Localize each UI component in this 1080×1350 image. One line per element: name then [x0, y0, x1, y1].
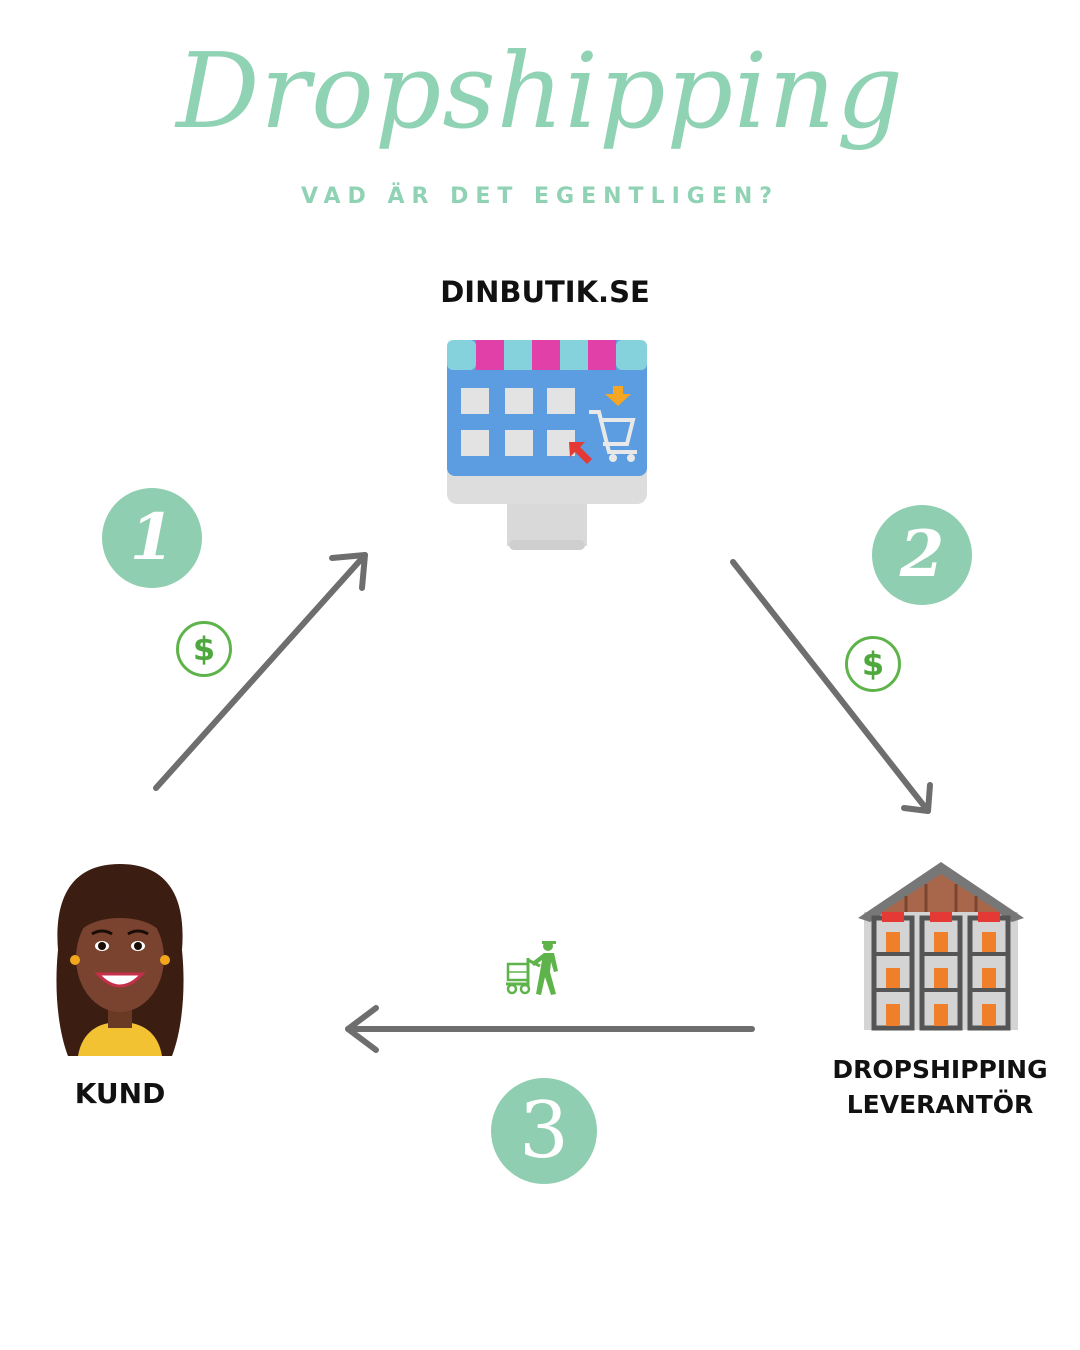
arrow-store-to-supplier: [730, 559, 931, 814]
step-2-badge: 2: [872, 505, 972, 605]
step-3-badge: 3: [491, 1078, 597, 1184]
warehouse-icon: [858, 862, 1024, 1031]
dollar-icon: $: [176, 621, 232, 677]
page-subtitle: VAD ÄR DET EGENTLIGEN?: [300, 184, 780, 209]
page-title: Dropshipping: [176, 30, 904, 152]
online-store-icon: [447, 340, 647, 550]
delivery-person-icon: [506, 941, 558, 995]
arrow-customer-to-store: [153, 552, 368, 791]
store-label: DINBUTIK.SE: [440, 275, 650, 309]
customer-avatar-icon: [56, 864, 184, 1056]
step-1-badge: 1: [102, 488, 202, 588]
dollar-icon: $: [845, 636, 901, 692]
supplier-label-line1: DROPSHIPPING: [832, 1055, 1048, 1084]
supplier-label: DROPSHIPPING LEVERANTÖR: [820, 1052, 1060, 1122]
customer-label: KUND: [74, 1077, 166, 1110]
supplier-label-line2: LEVERANTÖR: [846, 1090, 1034, 1119]
